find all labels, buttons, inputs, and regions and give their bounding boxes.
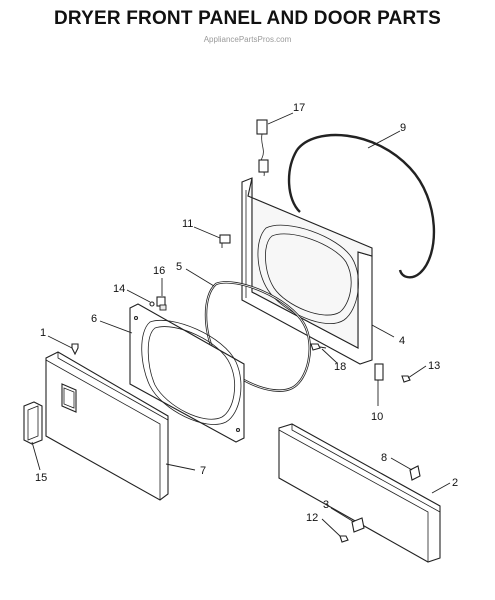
callout-16: 16 [153, 265, 165, 277]
diagram-title: DRYER FRONT PANEL AND DOOR PARTS [53, 8, 442, 29]
door-strike[interactable] [219, 234, 231, 248]
outer-door-panel[interactable] [45, 351, 169, 501]
door-handle[interactable] [23, 401, 43, 445]
toe-panel-clip[interactable] [409, 465, 421, 481]
callout-3: 3 [323, 499, 329, 511]
callout-12: 12 [306, 512, 318, 524]
hinge-screw[interactable] [149, 301, 155, 307]
latch-bracket[interactable] [374, 363, 384, 381]
toe-panel-screw[interactable] [339, 535, 349, 543]
callout-1: 1 [40, 327, 46, 339]
callout-10: 10 [371, 411, 383, 423]
callout-5: 5 [176, 261, 182, 273]
callout-9: 9 [400, 122, 406, 134]
callout-17: 17 [293, 102, 305, 114]
inner-door-panel[interactable] [129, 303, 245, 443]
callout-11: 11 [182, 218, 193, 230]
callout-6: 6 [91, 313, 97, 325]
front-panel-frame[interactable] [241, 177, 373, 365]
callout-8: 8 [381, 452, 387, 464]
latch-screw[interactable] [401, 375, 411, 383]
callout-7: 7 [200, 465, 206, 477]
toe-panel[interactable] [278, 423, 441, 563]
watermark: AppliancePartsPros.com [203, 35, 292, 44]
door-screw[interactable] [71, 343, 79, 356]
callout-2: 2 [452, 477, 458, 489]
callout-15: 15 [35, 472, 47, 484]
callout-14: 14 [113, 283, 125, 295]
leader-lines [31, 112, 451, 537]
callout-18: 18 [334, 361, 346, 373]
toe-panel-bracket[interactable] [351, 517, 365, 533]
door-switch-harness[interactable] [256, 119, 269, 177]
door-seal-gasket[interactable] [287, 133, 436, 279]
callout-13: 13 [428, 360, 440, 372]
frame-screw[interactable] [310, 343, 327, 351]
door-hinge[interactable] [156, 296, 167, 311]
callout-4: 4 [399, 335, 405, 347]
